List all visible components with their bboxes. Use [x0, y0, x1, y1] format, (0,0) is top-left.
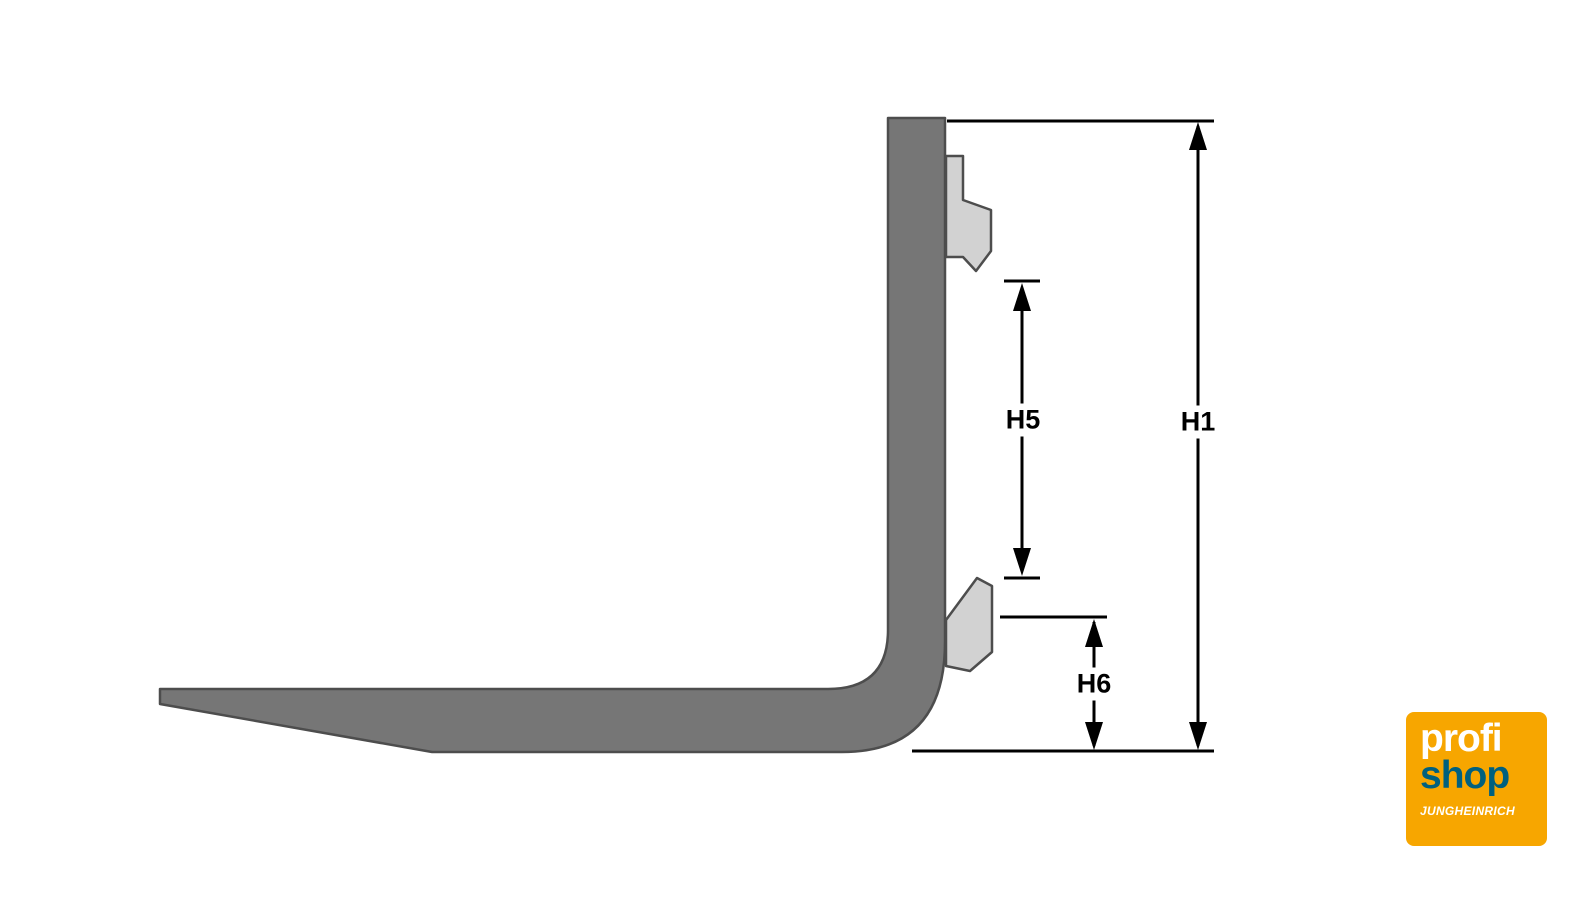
- upper-fork-hook: [944, 154, 993, 273]
- dimension-label-h5: H5: [1000, 403, 1046, 437]
- reference-lines: [912, 119, 1214, 753]
- h5-arrowhead-down-icon: [1013, 548, 1031, 576]
- dimension-label-h6: H6: [1071, 667, 1117, 701]
- logo-text-shop: shop: [1420, 754, 1510, 798]
- logo-text-profi: profi: [1420, 717, 1503, 760]
- fork-body: [158, 116, 947, 754]
- fork-diagram: [158, 116, 994, 754]
- h6-arrowhead-down-icon: [1085, 722, 1103, 750]
- lower-fork-hook: [944, 576, 994, 673]
- profishop-logo: profi shop JUNGHEINRICH: [1406, 712, 1547, 846]
- dimension-label-h1: H1: [1175, 405, 1221, 439]
- h6-arrowhead-up-icon: [1085, 619, 1103, 647]
- h1-arrowhead-up-icon: [1189, 122, 1207, 150]
- logo-text-jungheinrich: JUNGHEINRICH: [1420, 804, 1515, 819]
- h5-arrowhead-up-icon: [1013, 283, 1031, 311]
- h1-arrowhead-down-icon: [1189, 722, 1207, 750]
